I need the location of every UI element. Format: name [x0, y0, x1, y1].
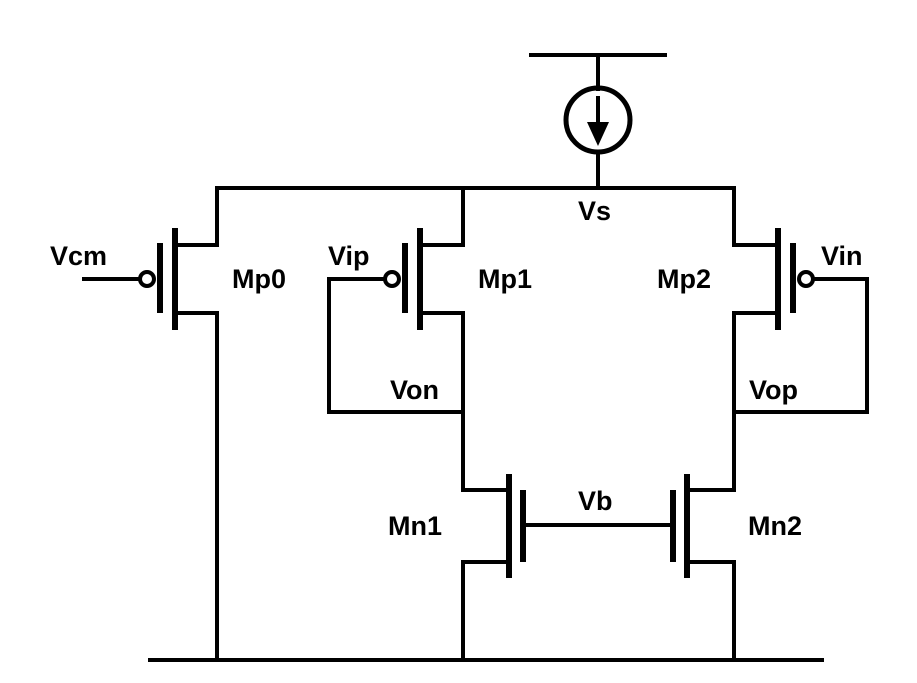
label-vop: Vop: [749, 375, 798, 405]
label-vin: Vin: [821, 241, 863, 271]
label-von: Von: [390, 375, 439, 405]
label-vs: Vs: [578, 196, 611, 226]
label-mn1: Mn1: [388, 511, 442, 541]
current-source-symbol: [563, 85, 633, 190]
vip-gate-wire: [327, 277, 465, 414]
label-mp2: Mp2: [657, 264, 711, 294]
label-mp1: Mp1: [478, 264, 532, 294]
transistor-mp2: [732, 186, 815, 492]
transistor-mp0: [82, 186, 219, 662]
label-vip: Vip: [328, 241, 370, 271]
label-vcm: Vcm: [50, 241, 107, 271]
transistor-mp1: [383, 186, 465, 492]
label-vb: Vb: [578, 486, 613, 516]
vdd-supply-rail: [529, 53, 667, 91]
vin-gate-wire: [732, 277, 869, 414]
transistor-mn1: [461, 474, 526, 662]
transistor-mn2: [670, 474, 736, 662]
label-mp0: Mp0: [232, 264, 286, 294]
label-mn2: Mn2: [748, 511, 802, 541]
